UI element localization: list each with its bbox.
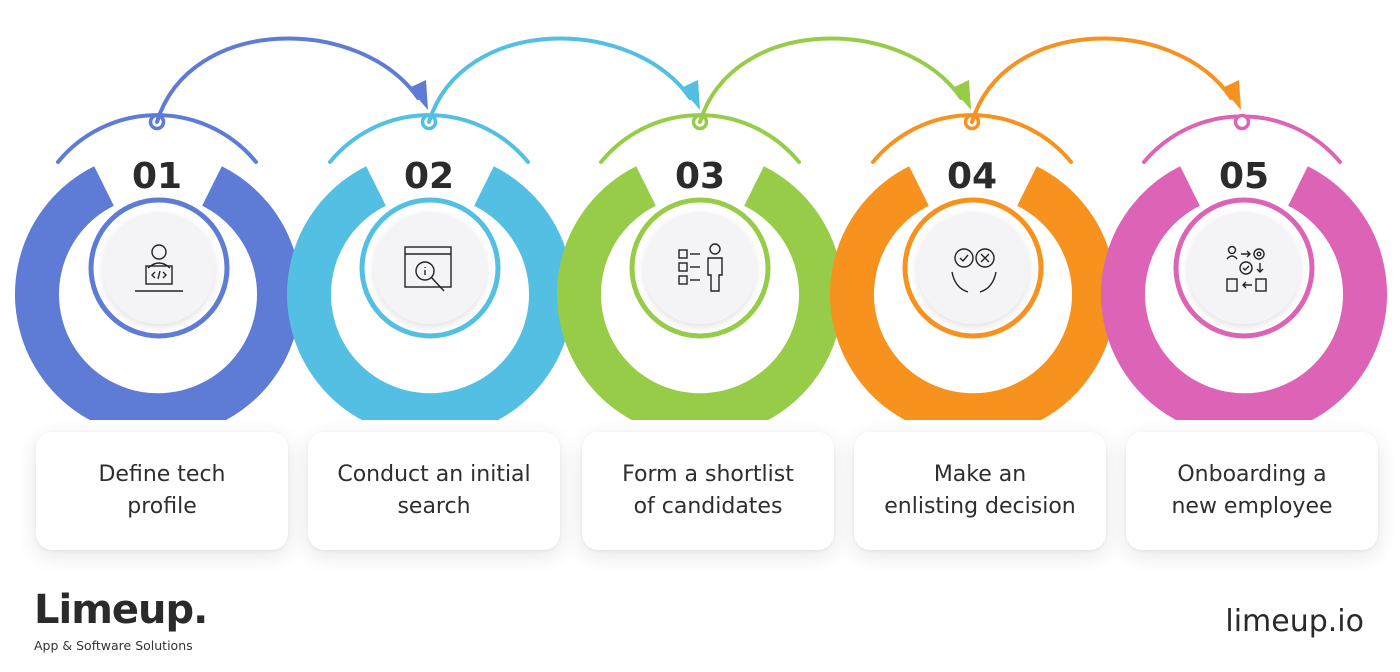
- step-4: 04: [830, 113, 1116, 420]
- step-2-card: Conduct an initial search: [308, 432, 560, 550]
- step-5-arc-node: [1233, 113, 1251, 131]
- arrowhead-icon: [952, 80, 971, 110]
- step-1-icon-disc: [103, 212, 215, 324]
- browser-magnifier-search-icon: [404, 246, 452, 292]
- step-1-label: Define tech profile: [98, 462, 226, 519]
- step-2-number: 02: [404, 156, 454, 197]
- site-url[interactable]: limeup.io: [1225, 604, 1364, 639]
- step-3-number: 03: [675, 156, 725, 197]
- step-3: 03: [557, 113, 843, 420]
- checklist-person-icon: [678, 243, 723, 292]
- step-4-icon-disc: [917, 212, 1029, 324]
- step-5-number: 05: [1219, 156, 1269, 197]
- brand-name: Limeup.: [34, 587, 208, 633]
- step-3-label: Form a shortlist of candidates: [622, 462, 794, 519]
- developer-at-laptop-icon: [135, 244, 183, 292]
- step-2: 02: [287, 113, 573, 420]
- connector-2-3: [427, 36, 700, 124]
- step-2-label: Conduct an initial search: [337, 462, 531, 519]
- step-2-ring: [287, 166, 573, 420]
- step-1: 01: [15, 113, 301, 420]
- step-4-card: Make an enlisting decision: [854, 432, 1106, 550]
- arrowhead-icon: [1222, 80, 1241, 110]
- step-3-card: Form a shortlist of candidates: [582, 432, 834, 550]
- step-3-icon-disc: [644, 212, 756, 324]
- step-4-label: Make an enlisting decision: [884, 462, 1076, 519]
- step-1-card: Define tech profile: [36, 432, 288, 550]
- step-1-ring: [15, 166, 301, 420]
- step-5-icon-disc: [1188, 212, 1300, 324]
- arrowhead-icon: [409, 80, 428, 110]
- step-1-number: 01: [132, 156, 182, 197]
- arrowhead-icon: [681, 80, 700, 110]
- step-5-card: Onboarding a new employee: [1126, 432, 1378, 550]
- connector-4-5: [970, 36, 1241, 124]
- step-5-ring: [1101, 166, 1387, 420]
- connector-3-4: [698, 36, 971, 124]
- step-3-ring: [557, 166, 843, 420]
- step-5-label: Onboarding a new employee: [1171, 462, 1333, 519]
- step-4-number: 04: [947, 156, 997, 197]
- process-diagram: 01 02 03: [15, 36, 1387, 420]
- onboarding-process-icon: [1226, 245, 1267, 292]
- hands-accept-reject-icon: [951, 248, 997, 293]
- step-4-ring: [830, 166, 1116, 420]
- brand-tagline: App & Software Solutions: [34, 638, 193, 653]
- connector-1-2: [155, 36, 428, 124]
- step-2-icon-disc: [374, 212, 486, 324]
- brand-logo: Limeup. App & Software Solutions: [34, 587, 208, 653]
- step-5: 05: [1101, 113, 1387, 420]
